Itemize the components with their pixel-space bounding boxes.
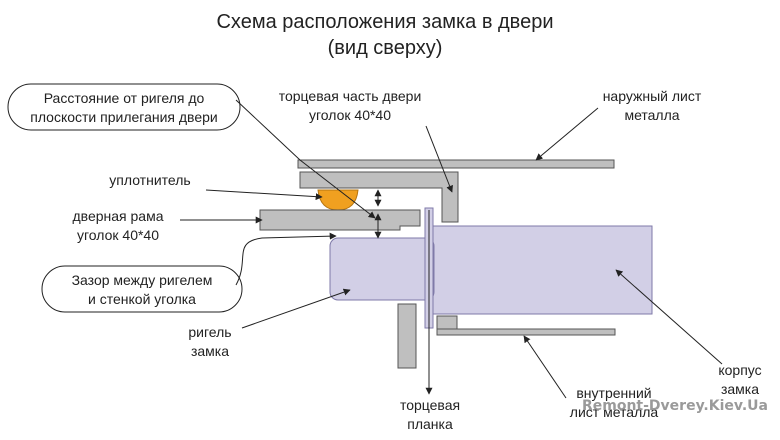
label-inner-sheet-line2: лист металла xyxy=(570,404,659,420)
callout-distance-line2: плоскости прилегания двери xyxy=(30,109,217,125)
label-door-frame-line1: дверная рама xyxy=(73,208,164,224)
door-frame-angle xyxy=(259,209,421,231)
frame-lower-piece xyxy=(397,303,417,369)
callout-distance-box xyxy=(7,83,241,131)
label-end-plate-line1: торцевая xyxy=(400,397,460,413)
leader-bolt xyxy=(241,288,351,329)
label-bolt-line2: замка xyxy=(191,343,229,359)
watermark: Remont-Dverey.Kiev.Ua xyxy=(582,398,768,414)
label-end-plate-line2: планка xyxy=(407,416,453,432)
callout-distance-leader xyxy=(235,99,376,219)
label-lock-body-line2: замка xyxy=(721,381,759,397)
label-door-frame-line2: уголок 40*40 xyxy=(77,227,159,243)
leader-outer-sheet xyxy=(535,107,599,161)
callout-gap-leader xyxy=(235,232,337,286)
callout-gap-line1: Зазор между ригелем xyxy=(72,272,213,288)
label-outer-sheet-line1: наружный лист xyxy=(603,88,702,104)
callout-distance-line1: Расстояние от ригеля до xyxy=(44,90,205,106)
lock-bolt xyxy=(329,237,435,301)
label-bolt-line1: ригель xyxy=(188,324,231,340)
inner-angle-stub xyxy=(436,315,458,330)
leader-seal xyxy=(205,189,323,201)
callout-gap-box xyxy=(41,265,243,313)
outer-metal-sheet xyxy=(297,159,615,169)
diagram-title-line1: Схема расположения замка в двери xyxy=(216,11,553,33)
label-door-end-line2: уголок 40*40 xyxy=(309,107,391,123)
label-outer-sheet-line2: металла xyxy=(624,107,679,123)
label-inner-sheet-line1: внутренний xyxy=(576,385,651,401)
leader-inner-sheet xyxy=(523,335,567,399)
label-lock-body-line1: корпус xyxy=(718,362,761,378)
door-end-angle xyxy=(299,171,459,223)
label-seal: уплотнитель xyxy=(109,172,190,188)
callout-gap-line2: и стенкой уголка xyxy=(88,291,196,307)
diagram-title-line2: (вид сверху) xyxy=(328,37,443,59)
lock-body xyxy=(431,225,653,315)
leader-door-end xyxy=(425,125,453,193)
label-door-end-line1: торцевая часть двери xyxy=(279,88,422,104)
inner-metal-sheet xyxy=(436,328,616,336)
leader-lock-body xyxy=(615,269,723,365)
